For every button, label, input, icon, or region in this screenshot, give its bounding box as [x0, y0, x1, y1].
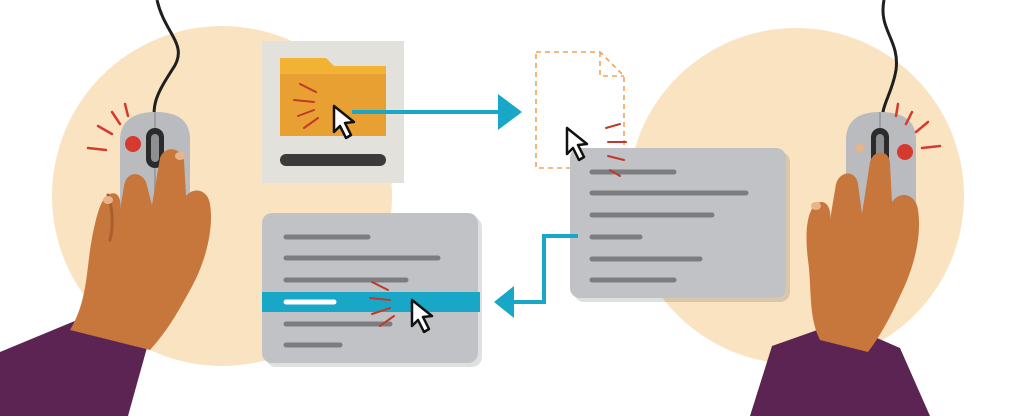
left-thumbnail: [103, 196, 113, 204]
folder-click-burst: [293, 83, 319, 129]
document-outline-icon: [535, 51, 625, 169]
drag-arrow-right: [352, 94, 522, 130]
left-click-indicator: [125, 136, 141, 152]
document-click-burst: [605, 123, 627, 177]
document-mouse-pointer-icon: [565, 126, 589, 162]
menu-click-burst: [369, 281, 395, 327]
menu-item-highlighted[interactable]: [262, 292, 480, 312]
menu-mouse-pointer-icon: [410, 298, 434, 334]
right-mouse-cable: [880, 0, 898, 129]
right-sleeve: [750, 322, 930, 416]
left-sleeve: [0, 318, 148, 416]
left-mouse-cable: [152, 0, 180, 129]
left-fingernail: [175, 152, 185, 160]
folder-mouse-pointer-icon: [332, 104, 356, 140]
right-thumbnail: [811, 202, 821, 210]
submenu-arrow: [494, 234, 578, 318]
right-click-indicator: [897, 144, 913, 160]
context-menu-right: [570, 148, 790, 302]
left-click-burst: [86, 102, 130, 152]
context-menu-left: [262, 213, 482, 367]
right-click-burst: [894, 102, 942, 150]
right-hand: [806, 152, 920, 352]
right-fingernail: [855, 144, 865, 152]
folder-label-bar: [280, 154, 386, 166]
